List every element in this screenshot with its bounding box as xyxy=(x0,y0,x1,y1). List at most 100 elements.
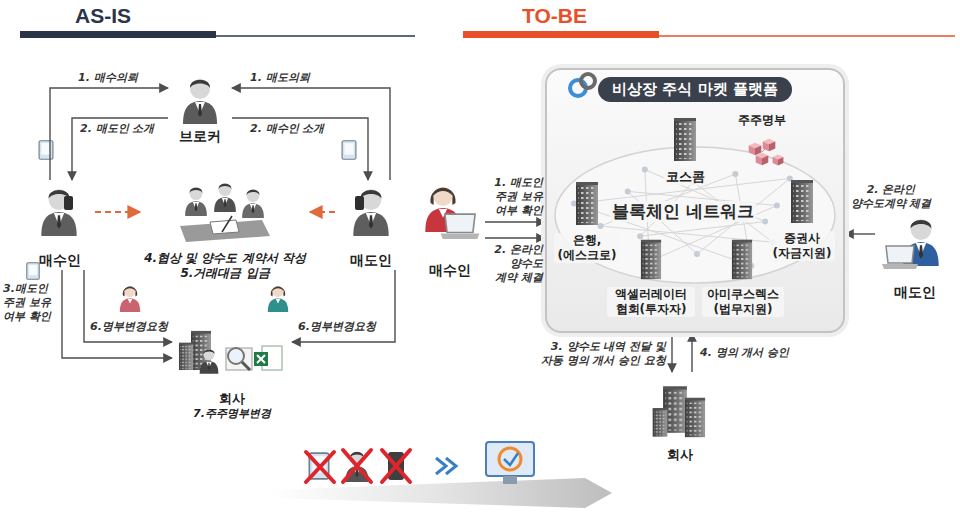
transition-band-part xyxy=(504,453,518,465)
org-node: 은행, (에스크로) xyxy=(551,178,623,264)
node-text: 회사 xyxy=(667,447,693,463)
meeting-figure-part xyxy=(242,189,264,218)
company-figure-part xyxy=(242,362,250,370)
flow-arrow xyxy=(485,221,545,222)
flow-arrow xyxy=(845,233,875,234)
tablet-icons-part xyxy=(27,263,39,280)
company-figure-part xyxy=(200,349,219,374)
header-bars-part xyxy=(463,31,659,38)
accelerator-building xyxy=(641,240,661,279)
seller-tobe-figure-part xyxy=(882,246,918,269)
network-lines-part xyxy=(732,171,738,177)
buyer-figure xyxy=(41,189,76,236)
person-node: 매도인 xyxy=(335,180,407,270)
transition-band-part xyxy=(486,442,534,476)
company-tobe-buildings xyxy=(653,386,705,437)
edge-label: 1. 매수의뢰 xyxy=(78,71,168,85)
network-lines-part xyxy=(625,188,631,194)
register-cubes-part xyxy=(756,153,769,166)
platform-ground-part xyxy=(545,68,845,333)
tablet-icons-part xyxy=(342,141,356,159)
meeting-figure-part xyxy=(214,183,236,212)
koscom-building xyxy=(674,118,696,161)
node-text: 매수인 xyxy=(429,262,471,280)
securities-building-part xyxy=(791,180,813,223)
flow-arrow xyxy=(671,333,672,372)
amicus-building-part xyxy=(732,240,752,279)
tablet-icons-part xyxy=(39,141,53,159)
flow-arrow xyxy=(232,88,390,180)
node-text: 매도인 xyxy=(894,284,936,302)
node-text: 7.주주명부변경 xyxy=(193,407,271,421)
network-lines-part xyxy=(774,202,780,208)
seller-figure-part xyxy=(355,196,364,210)
org-node: 액셀러레이터 협회(투자자) xyxy=(604,236,698,318)
seller-figure-part xyxy=(353,189,388,236)
node-text: 브로커 xyxy=(179,128,221,146)
network-lines-part xyxy=(640,222,765,237)
org-node: 증권사 (자금지원) xyxy=(765,176,839,262)
meeting-figure-part xyxy=(185,187,207,216)
amicus-building xyxy=(732,240,752,279)
edge-label: 1. 매도의뢰 xyxy=(250,71,350,85)
network-lines-part xyxy=(642,167,648,173)
flow-arrow xyxy=(292,270,395,342)
chain-icon xyxy=(570,74,595,96)
register-cubes-part xyxy=(763,139,776,152)
company-tobe-buildings-part xyxy=(685,398,705,437)
company-figure-part xyxy=(254,352,268,366)
edge-label: 6.명부변경요청 xyxy=(90,320,174,334)
register-cubes-part xyxy=(762,145,769,152)
company-figure-part xyxy=(257,355,265,363)
bank-building xyxy=(576,182,598,225)
company-figure-part xyxy=(179,343,193,370)
flow-arrow xyxy=(62,270,172,358)
flow-arrow xyxy=(691,333,692,372)
koscom-building-part xyxy=(674,118,696,161)
node-text: 아미쿠스렉스 (법무지원) xyxy=(702,287,784,317)
network-lines-part xyxy=(637,233,643,239)
edge-label: 4. 명의 개서 승인 xyxy=(700,346,804,360)
broker-figure-part xyxy=(183,79,217,124)
seller-tobe-figure xyxy=(882,219,939,269)
small-person-pink xyxy=(120,286,140,312)
node-text: 증권사 (자금지원) xyxy=(769,231,835,261)
transition-band-part xyxy=(436,458,456,474)
meeting-figure-part xyxy=(222,216,232,232)
accelerator-building-part xyxy=(641,240,661,279)
small-person-teal xyxy=(268,286,288,312)
org-node: 코스콤 xyxy=(650,114,720,186)
node-text: 회사 xyxy=(219,391,245,407)
company-figure-part xyxy=(228,348,244,364)
flow-arrow xyxy=(485,237,545,238)
dashed-arrow xyxy=(95,211,140,213)
edge-label: 2. 매수인 소개 xyxy=(250,122,350,136)
chain-icon-part xyxy=(581,74,595,88)
buyer-tobe-figure xyxy=(425,187,479,239)
person-node: 매수인 xyxy=(415,178,485,280)
securities-building xyxy=(791,180,813,223)
transition-band xyxy=(270,442,612,508)
meeting-node: 4.협상 및 양수도 계약서 작성5.거래대금 입금 xyxy=(140,178,310,282)
node-text: 매수인 xyxy=(39,252,81,270)
header-bars-part xyxy=(659,35,955,37)
register-cubes xyxy=(749,139,784,166)
section-header: TO-BE xyxy=(522,4,587,28)
edge-label: 6.명부변경요청 xyxy=(298,320,382,334)
company-node: 회사7.주주명부변경 xyxy=(172,322,292,422)
section-header: AS-IS xyxy=(75,4,131,28)
platform-ground-part xyxy=(555,147,835,283)
edge-label: 3.매도인 주권 보유 여부 확인 xyxy=(3,282,57,323)
platform-ground xyxy=(545,68,845,333)
edge-label: 3. 양수도 내역 전달 및 자동 명의 개서 승인 요청 xyxy=(538,340,666,368)
bank-building-part xyxy=(576,182,598,225)
network-label: 블록체인 네트워크 xyxy=(598,198,768,226)
transition-band-part xyxy=(306,450,410,482)
transition-band-part xyxy=(503,476,517,484)
company-figure-part xyxy=(226,348,252,370)
buyer-figure-part xyxy=(41,189,76,236)
platform-panel: 비상장 주식 마켓 플랫폼블록체인 네트워크코스콤주주명부은행, (에스크로)증… xyxy=(545,68,845,333)
person-node: 매수인 xyxy=(25,180,95,270)
